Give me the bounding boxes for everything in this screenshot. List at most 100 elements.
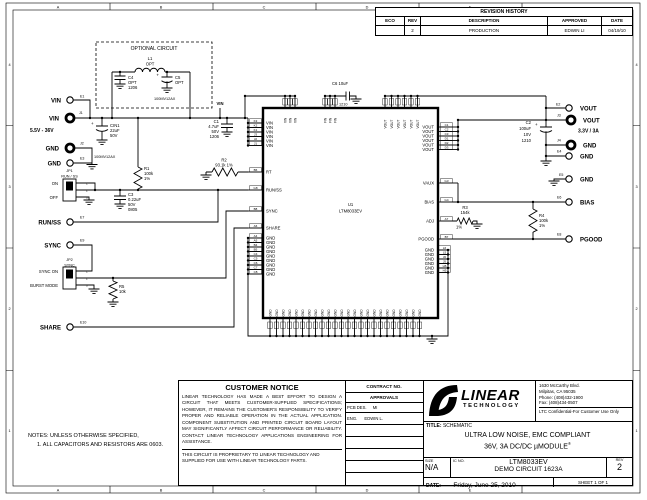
schematic-title-2: 36V, 3A DC/DC µMODULE® <box>426 441 629 450</box>
r4-tol-label: 1% <box>539 223 545 228</box>
terminal-e10-ref: E10 <box>80 321 86 325</box>
c1-ref-label: C1 <box>214 119 220 124</box>
jp1-pin2-label: 2 <box>86 188 88 192</box>
terminal-e5 <box>565 175 573 183</box>
svg-text:GND: GND <box>392 309 396 317</box>
terminal-e9-label: SYNC <box>44 244 61 250</box>
svg-text:RT: RT <box>266 170 272 175</box>
svg-text:GND: GND <box>425 257 434 262</box>
svg-text:VOUT: VOUT <box>422 143 434 148</box>
grid-number: 3 <box>8 185 10 189</box>
jp1-pin1-label: 1 <box>86 181 88 185</box>
svg-text:GND: GND <box>425 252 434 257</box>
l1-ref-label: L1 <box>148 56 153 61</box>
r5-value-label: 10k <box>119 289 127 294</box>
terminal-e5-label: GND <box>580 178 594 184</box>
icno-value: LTM8033EV <box>509 459 548 466</box>
c6-size-label: 1210 <box>339 103 347 107</box>
company-row: LINEAR TECHNOLOGY 1630 McCarthy Blvd. Mi… <box>423 381 632 422</box>
title-block-right: LINEAR TECHNOLOGY 1630 McCarthy Blvd. Mi… <box>423 381 632 489</box>
svg-text:VOUT: VOUT <box>390 120 394 129</box>
title-label: TITLE: <box>426 423 442 429</box>
customer-notice-body: LINEAR TECHNOLOGY HAS MADE A BEST EFFORT… <box>182 394 342 445</box>
r1-resistor <box>133 166 143 190</box>
terminal-e7-label: RUN/SS <box>38 221 61 227</box>
svg-text:C6: C6 <box>254 261 258 265</box>
terminal-e6-ref: E6 <box>557 196 561 200</box>
c3-capacitor <box>114 195 126 200</box>
r4-resistor <box>528 208 538 233</box>
svg-text:RUN/SS: RUN/SS <box>266 188 282 193</box>
terminal-j3-ref: J3 <box>557 114 561 118</box>
svg-text:GND: GND <box>266 249 275 254</box>
customer-notice-proprietary: THIS CIRCUIT IS PROPRIETARY TO LINEAR TE… <box>182 448 342 465</box>
jp1-ref-label: JP1 <box>66 169 73 173</box>
c3-voltage-label: 50V <box>128 202 136 207</box>
icno-cell: IC NO. LTM8033EV DEMO CIRCUIT 1623A <box>451 458 606 477</box>
company-address: 1630 McCarthy Blvd. Milpitas, CA 95035 P… <box>535 381 632 421</box>
terminal-j2-label: GND <box>46 147 60 153</box>
svg-text:D1: D1 <box>445 136 449 140</box>
cin1-value-label: 22uF <box>110 128 120 133</box>
revision-row: 2 PRODUCTION EDWIN LI 04/19/10 <box>376 25 632 35</box>
r2-ref-label: R2 <box>221 158 227 163</box>
grid-number: 2 <box>8 307 10 311</box>
pcb-des-value: MI <box>372 405 378 410</box>
c1-voltage-label: 50V <box>212 129 220 134</box>
eng-value: EDWIN L. <box>364 416 384 421</box>
svg-text:H6: H6 <box>443 264 447 268</box>
r3-resistor <box>456 216 474 226</box>
svg-text:GND: GND <box>327 309 331 317</box>
terminal-j1-label: VIN <box>49 117 59 123</box>
svg-text:GND: GND <box>294 309 298 317</box>
terminal-e8-label: PGOOD <box>580 238 603 244</box>
customer-notice-title: CUSTOMER NOTICE <box>225 383 299 392</box>
terminal-e10 <box>66 323 74 331</box>
drawing-frame: A B C D E A B C D E 4 3 2 1 4 3 2 1 <box>5 2 641 494</box>
cin1-capacitor <box>95 125 109 132</box>
svg-text:GND: GND <box>353 309 357 317</box>
approvals-column: CONTRACT NO. APPROVALS PCB DES. MI ENG. … <box>345 381 424 485</box>
svg-text:VIN: VIN <box>266 134 273 139</box>
svg-text:A5: A5 <box>254 238 258 242</box>
grid-letter: A <box>57 489 60 493</box>
r3-ref-label: R3 <box>462 205 468 210</box>
c2-voltage-label: 10V <box>524 132 532 137</box>
grid-letter: A <box>57 6 60 10</box>
terminal-e10-label: SHARE <box>40 326 61 332</box>
c4-size-label: 1206 <box>128 85 138 90</box>
svg-text:GND: GND <box>266 254 275 259</box>
grid-letter: D <box>366 489 369 493</box>
terminal-e3-label: GND <box>48 162 62 168</box>
svg-text:GND: GND <box>266 272 275 277</box>
col-date: DATE <box>611 18 623 23</box>
rev-cell: REV 2 <box>606 458 632 477</box>
jp2-syncon-label: SYNC ON <box>39 269 58 274</box>
grid-number: 1 <box>8 429 10 433</box>
title-line: TITLE: SCHEMATIC <box>426 423 629 429</box>
r4-ref-label: R4 <box>539 213 545 218</box>
svg-text:GND: GND <box>346 309 350 317</box>
grid-letter: E <box>469 489 472 493</box>
terminal-e7-ref: E7 <box>80 216 84 220</box>
input-section: + CIN1 22uF 50V 100MV12AX R1 100k 1% C3 … <box>91 101 239 300</box>
ground-symbols <box>83 83 560 344</box>
svg-text:GND: GND <box>398 309 402 317</box>
jp2-pin2-label: 2 <box>86 276 88 280</box>
terminal-j1 <box>64 112 76 124</box>
svg-text:GND: GND <box>340 309 344 317</box>
demo-circuit-value: DEMO CIRCUIT 1623A <box>494 466 563 473</box>
svg-text:VAUX: VAUX <box>423 181 434 186</box>
cell-rev: 2 <box>405 26 421 35</box>
svg-text:G4: G4 <box>444 198 448 202</box>
c2-size-label: 1210 <box>522 138 532 143</box>
c5-capacitor <box>161 76 173 83</box>
terminal-j1-ref: J1 <box>79 111 83 115</box>
